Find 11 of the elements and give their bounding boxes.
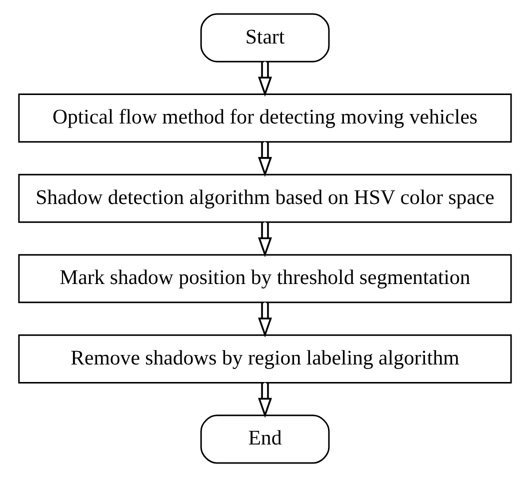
node-box: Mark shadow position by threshold segmentation (18, 254, 512, 304)
arrow (258, 62, 272, 97)
node-box: Shadow detection algorithm based on HSV color space (18, 174, 512, 223)
node-box: Optical flow method for detecting moving vehicles (18, 94, 512, 143)
arrow (258, 222, 272, 258)
node-box: Start (200, 13, 330, 62)
arrow (258, 382, 272, 418)
arrow (258, 302, 272, 338)
node-box: Remove shadows by region labeling algorithm (18, 334, 512, 384)
arrow (258, 142, 272, 177)
node-box: End (200, 414, 330, 464)
